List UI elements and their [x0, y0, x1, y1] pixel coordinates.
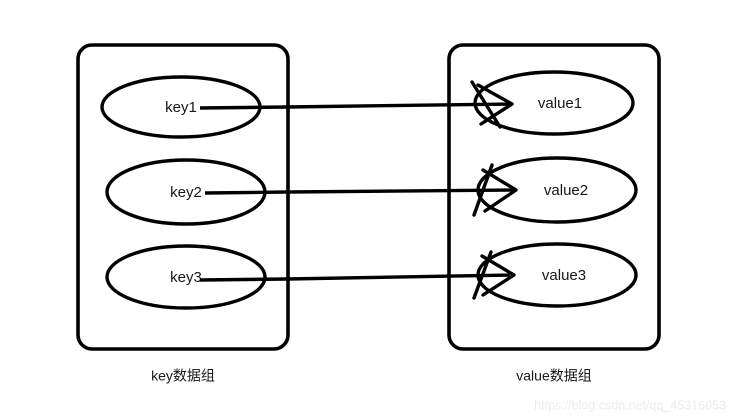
value3-label: value3 — [542, 267, 586, 284]
arrowhead-layer — [470, 80, 518, 300]
group-key-array[interactable]: key1 key2 key3 key数据组 — [76, 43, 290, 384]
value2-label: value2 — [544, 182, 588, 199]
arrowhead-value1-icon — [470, 80, 514, 129]
value2-ellipse[interactable] — [476, 156, 638, 224]
arrowhead-value2-icon — [472, 163, 518, 217]
node-value3[interactable]: value3 — [476, 242, 638, 308]
watermark: https://blog.csdn.net/qq_45316053 — [534, 398, 726, 412]
key3-label: key3 — [170, 269, 202, 286]
key1-label: key1 — [165, 99, 197, 116]
key-group-caption: key数据组 — [151, 368, 215, 384]
key2-label: key2 — [170, 184, 202, 201]
edge-key2-value2[interactable] — [204, 188, 515, 195]
edge-key2-value2-line[interactable] — [204, 188, 515, 195]
value1-label: value1 — [538, 95, 582, 112]
edge-key3-value3-line[interactable] — [199, 273, 511, 282]
arrowhead-value3-icon — [472, 250, 516, 300]
node-value2[interactable]: value2 — [476, 156, 638, 224]
value-group-box[interactable] — [447, 43, 661, 351]
edge-key1-value1[interactable] — [199, 102, 511, 110]
value-group-caption: value数据组 — [516, 368, 591, 384]
value1-ellipse[interactable] — [473, 70, 635, 136]
edge-key1-value1-line[interactable] — [199, 102, 511, 110]
node-value1[interactable]: value1 — [473, 70, 635, 136]
node-key3[interactable]: key3 — [105, 244, 267, 310]
value3-ellipse[interactable] — [476, 242, 638, 308]
group-value-array[interactable]: value1 value2 value3 value数据组 — [447, 43, 661, 384]
connector-layer — [199, 102, 515, 282]
edge-key3-value3[interactable] — [199, 273, 511, 282]
key-group-box[interactable] — [76, 43, 290, 351]
key3-ellipse[interactable] — [105, 244, 267, 310]
